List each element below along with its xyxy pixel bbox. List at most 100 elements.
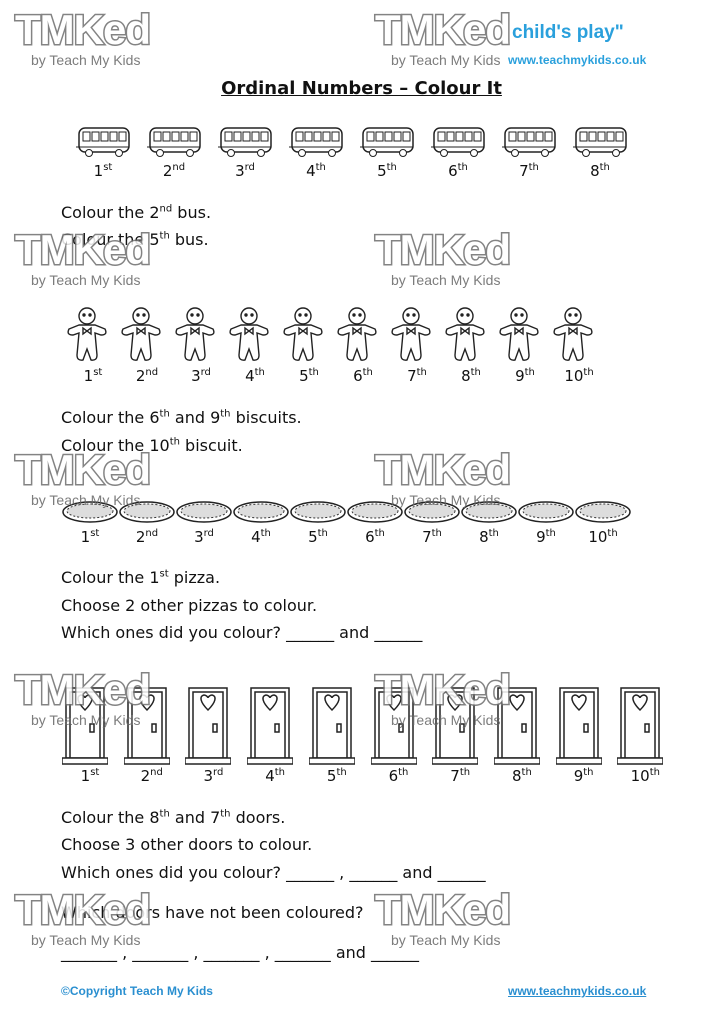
header-url: www.teachmykids.co.uk xyxy=(508,53,647,67)
instruction-line: Colour the 5th bus. xyxy=(61,230,209,249)
pizza-7-icon xyxy=(404,500,460,528)
pizza-2-icon xyxy=(119,500,175,528)
ordinal-label: 1st xyxy=(80,528,100,546)
instruction-line: Which ones did you colour? ______ , ____… xyxy=(61,863,486,882)
pizza-6-icon xyxy=(347,500,403,528)
instruction-line: _______ , _______ , _______ , _______ an… xyxy=(61,943,420,962)
copyright: ©Copyright Teach My Kids xyxy=(61,984,213,998)
tagline: child's play" xyxy=(512,22,624,43)
ordinal-label: 7th xyxy=(450,767,471,785)
ordinal-label: 9th xyxy=(536,528,556,546)
ordinal-label: 1st xyxy=(93,162,113,180)
ordinal-label: 3rd xyxy=(194,528,214,546)
bus-3-icon xyxy=(217,125,273,163)
instruction-line: Which doors have not been coloured? xyxy=(61,903,364,922)
biscuit-6-icon xyxy=(335,305,379,367)
pizza-5-icon xyxy=(290,500,346,528)
pizza-8-icon xyxy=(461,500,517,528)
pizza-9-icon xyxy=(518,500,574,528)
biscuit-8-icon xyxy=(443,305,487,367)
pizza-10-icon xyxy=(575,500,631,528)
footer-link[interactable]: www.teachmykids.co.uk xyxy=(508,984,647,998)
ordinal-label: 4th xyxy=(251,528,271,546)
door-8-icon xyxy=(493,686,541,770)
pizza-3-icon xyxy=(176,500,232,528)
bus-1-icon xyxy=(75,125,131,163)
ordinal-label: 3rd xyxy=(191,367,211,385)
bus-5-icon xyxy=(359,125,415,163)
ordinal-label: 2nd xyxy=(135,528,159,546)
ordinal-label: 8th xyxy=(511,767,532,785)
biscuit-2-icon xyxy=(119,305,163,367)
door-9-icon xyxy=(554,686,603,770)
biscuit-7-icon xyxy=(389,305,433,367)
door-6-icon xyxy=(369,686,418,770)
bus-7-icon xyxy=(501,125,557,163)
instruction-line: Colour the 2nd bus. xyxy=(61,203,212,222)
door-4-icon xyxy=(246,686,294,770)
ordinal-label: 1st xyxy=(80,767,100,785)
ordinal-label: 4th xyxy=(245,367,265,385)
pizza-1-icon xyxy=(62,500,118,528)
biscuit-10-icon xyxy=(551,305,595,367)
instruction-line: Which ones did you colour? ______ and __… xyxy=(61,623,423,642)
ordinal-label: 5th xyxy=(326,767,347,785)
ordinal-label: 2nd xyxy=(140,767,163,785)
ordinal-label: 8th xyxy=(479,528,499,546)
bus-4-icon xyxy=(288,125,344,163)
door-1-icon xyxy=(61,686,109,770)
bus-6-icon xyxy=(430,125,486,163)
ordinal-label: 5th xyxy=(299,367,319,385)
instruction-line: Choose 2 other pizzas to colour. xyxy=(61,596,318,615)
ordinal-label: 4th xyxy=(265,767,285,785)
door-7-icon xyxy=(431,686,479,770)
bus-2-icon xyxy=(146,125,202,163)
ordinal-label: 9th xyxy=(515,367,535,385)
ordinal-label: 7th xyxy=(407,367,427,385)
instruction-line: Colour the 1st pizza. xyxy=(61,568,221,587)
ordinal-label: 6th xyxy=(365,528,385,546)
ordinal-label: 8th xyxy=(590,162,610,180)
door-2-icon xyxy=(122,686,171,770)
door-5-icon xyxy=(308,686,356,770)
ordinal-label: 4th xyxy=(306,162,326,180)
biscuit-4-icon xyxy=(227,305,271,367)
ordinal-label: 7th xyxy=(519,162,539,180)
page-title: Ordinal Numbers – Colour It xyxy=(221,78,502,99)
ordinal-label: 5th xyxy=(377,162,397,180)
biscuit-3-icon xyxy=(173,305,217,367)
bus-8-icon xyxy=(572,125,628,163)
ordinal-label: 8th xyxy=(461,367,481,385)
biscuit-5-icon xyxy=(281,305,325,367)
ordinal-label: 2nd xyxy=(162,162,186,180)
door-10-icon xyxy=(616,686,665,770)
instruction-line: Colour the 8th and 7th doors. xyxy=(61,808,286,827)
instruction-line: Choose 3 other doors to colour. xyxy=(61,835,313,854)
ordinal-label: 9th xyxy=(573,767,594,785)
ordinal-label: 3rd xyxy=(203,767,224,785)
instruction-line: Colour the 10th biscuit. xyxy=(61,436,243,455)
ordinal-label: 10th xyxy=(630,767,660,785)
ordinal-label: 6th xyxy=(448,162,468,180)
ordinal-label: 6th xyxy=(353,367,373,385)
ordinal-label: 5th xyxy=(308,528,328,546)
ordinal-label: 3rd xyxy=(235,162,255,180)
ordinal-label: 6th xyxy=(388,767,409,785)
ordinal-label: 10th xyxy=(564,367,594,385)
door-3-icon xyxy=(184,686,233,770)
ordinal-label: 7th xyxy=(422,528,442,546)
ordinal-label: 10th xyxy=(588,528,618,546)
instruction-line: Colour the 6th and 9th biscuits. xyxy=(61,408,302,427)
ordinal-label: 1st xyxy=(83,367,103,385)
